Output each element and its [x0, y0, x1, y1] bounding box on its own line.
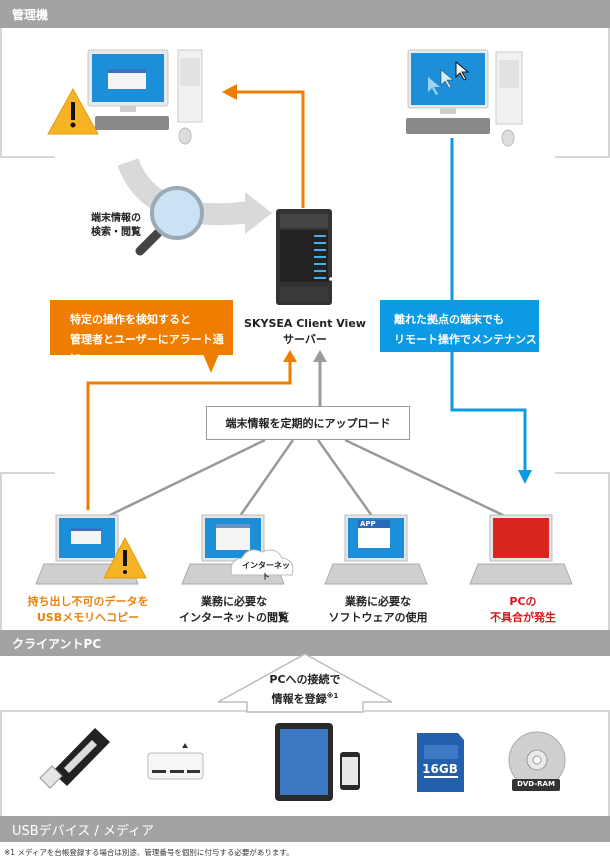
client-caption-1-line1: 持ち出し不可のデータを	[27, 595, 149, 608]
server-icon	[276, 209, 333, 305]
admin-pc-remote	[406, 49, 523, 147]
client-caption-4-line1: PCの	[509, 595, 537, 608]
gray-line-client3	[316, 439, 374, 517]
orange-arrowhead-admin	[222, 84, 237, 100]
tablet-icon	[275, 723, 333, 801]
search-label-line1: 端末情報の	[91, 213, 141, 224]
search-label: 端末情報の 検索・閲覧	[84, 212, 148, 240]
gray-arrowhead	[313, 350, 327, 362]
gray-line-client4	[344, 438, 506, 518]
orange-arrowhead-server	[283, 350, 297, 362]
client-caption-2-line1: 業務に必要な	[201, 595, 267, 608]
admin-frame-left	[0, 28, 55, 158]
app-badge: APP	[360, 520, 376, 528]
client-caption-4: PCの 不具合が発生	[455, 594, 591, 626]
client-laptop-3	[324, 514, 428, 585]
client-caption-4-line2: 不具合が発生	[490, 611, 556, 624]
admin-frame-right	[555, 28, 610, 158]
client-laptop-1	[35, 514, 147, 585]
blue-arrowhead	[518, 470, 532, 484]
orange-upload-line	[86, 360, 292, 510]
dvd-icon	[508, 731, 566, 791]
blue-remote-line	[450, 138, 527, 472]
client-caption-2: 業務に必要な インターネットの閲覧	[166, 594, 302, 626]
upload-label: 端末情報を定期的にアップロード	[206, 406, 410, 440]
section-title-admin: 管理機	[12, 7, 49, 22]
remote-callout-line2: リモート操作でメンテナンス	[394, 333, 537, 346]
sd-card-label: 16GB	[422, 762, 458, 776]
devices-frame-left	[0, 710, 247, 816]
admin-pc-warning	[47, 49, 203, 145]
card-reader-icon	[147, 743, 204, 780]
search-arrowhead	[245, 192, 272, 234]
footnote: ※1 メディアを台帳登録する場合は別途、管理番号を個別に付与する必要があります。	[4, 848, 294, 857]
client-frame-left	[0, 472, 55, 630]
server-label: SKYSEA Client View サーバー	[240, 316, 370, 348]
register-footnote-ref: ※1	[326, 692, 339, 700]
client-laptop-4	[469, 514, 573, 585]
smartphone-icon	[340, 752, 360, 790]
client-caption-1: 持ち出し不可のデータを USBメモリへコピー	[20, 594, 156, 626]
register-label-line2: 情報を登録	[271, 692, 327, 706]
internet-badge: インターネット	[242, 561, 290, 581]
orange-alert-line	[235, 90, 305, 208]
section-title-client: クライアントPC	[12, 636, 102, 651]
magnifier-icon	[135, 186, 204, 256]
client-laptop-2	[181, 514, 294, 585]
server-name: SKYSEA Client View	[244, 317, 366, 330]
dvd-label: DVD-RAM	[517, 780, 555, 788]
server-role: サーバー	[283, 333, 327, 346]
section-bar-devices: USBデバイス / メディア	[0, 816, 610, 842]
usb-stick-icon	[39, 728, 110, 789]
client-caption-3-line1: 業務に必要な	[345, 595, 411, 608]
client-caption-2-line2: インターネットの閲覧	[179, 611, 289, 624]
remote-callout: 離れた拠点の端末でも リモート操作でメンテナンス	[380, 300, 539, 352]
alert-callout-line2: 管理者とユーザーにアラート通知	[70, 333, 224, 366]
register-arrow	[217, 653, 393, 713]
section-title-devices: USBデバイス / メディア	[12, 823, 155, 839]
search-label-line2: 検索・閲覧	[91, 227, 141, 238]
client-frame-right	[555, 472, 610, 630]
client-caption-3-line2: ソフトウェアの使用	[328, 611, 428, 624]
section-bar-client: クライアントPC	[0, 630, 610, 656]
alert-callout-line1: 特定の操作を検知すると	[70, 313, 191, 326]
register-label: PCへの接続で 情報を登録※1	[250, 672, 360, 708]
cloud-icon	[230, 549, 294, 576]
gray-line-client2	[238, 439, 295, 517]
register-label-line1: PCへの接続で	[269, 673, 341, 686]
alert-callout: 特定の操作を検知すると 管理者とユーザーにアラート通知	[50, 300, 233, 366]
sd-card-icon	[417, 733, 464, 792]
gray-line-client1	[107, 438, 266, 518]
client-caption-1-line2: USBメモリへコピー	[36, 611, 140, 624]
remote-callout-line1: 離れた拠点の端末でも	[394, 313, 504, 326]
client-caption-3: 業務に必要な ソフトウェアの使用	[310, 594, 446, 626]
devices-frame-right	[363, 710, 610, 816]
section-bar-admin: 管理機	[0, 0, 610, 28]
